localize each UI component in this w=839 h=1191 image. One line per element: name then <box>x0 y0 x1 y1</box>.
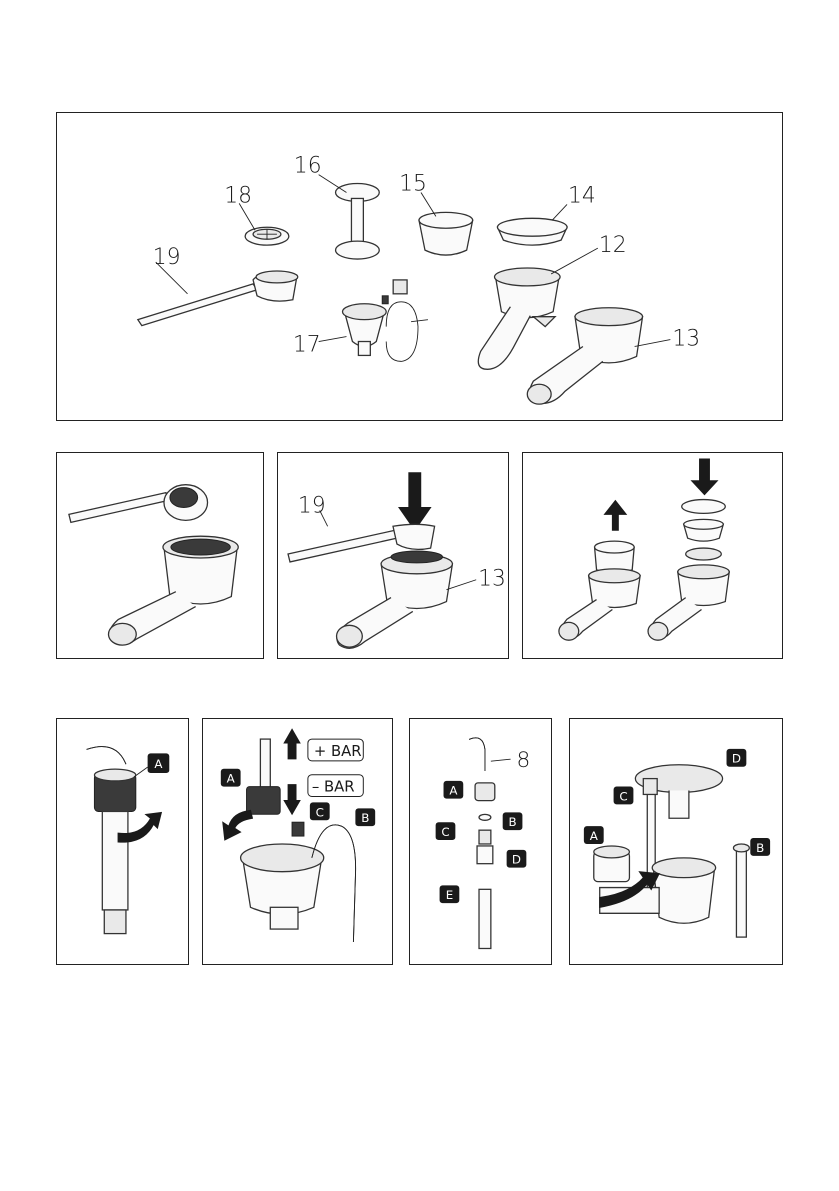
down-arrow <box>399 473 431 530</box>
badge-d: D <box>732 752 741 766</box>
badge-d: D <box>512 853 521 867</box>
step-tamp-panel: 19 13 <box>277 452 509 659</box>
filter-disc-18 <box>245 227 289 245</box>
badge-b: B <box>508 815 516 829</box>
leader-16 <box>319 175 347 193</box>
up-arrow <box>604 501 626 531</box>
badge-a: A <box>449 784 457 798</box>
portafilter-12 <box>478 268 560 369</box>
leader-13-step <box>446 580 476 590</box>
up-arrow <box>284 729 300 759</box>
badge-c: C <box>316 805 324 819</box>
assembly-panel: D C A B <box>569 718 783 965</box>
label-19-step: 19 <box>298 493 326 518</box>
label-17: 17 <box>293 332 321 357</box>
badge-b: B <box>756 841 764 855</box>
rotate-arrow <box>223 810 253 840</box>
leader-17 <box>319 337 347 342</box>
filter-15 <box>419 212 473 255</box>
exploded-view-panel: 8 A B C D E <box>409 718 552 965</box>
badge-a: A <box>590 829 599 843</box>
label-18: 18 <box>224 183 252 208</box>
step-fill-coffee-panel <box>56 452 264 659</box>
label-13: 13 <box>672 326 700 351</box>
parts-overview-illustration: 16 18 19 15 14 12 13 17 <box>57 113 782 420</box>
pressure-adjust-panel: + BAR – BAR A C B <box>202 718 393 965</box>
label-16: 16 <box>294 154 322 179</box>
tamper-16 <box>336 184 380 260</box>
label-15: 15 <box>399 171 427 196</box>
bar-plus-label: + BAR <box>314 743 362 760</box>
measuring-spoon-19 <box>138 271 298 326</box>
fill-coffee-illustration <box>57 453 263 658</box>
label-19: 19 <box>153 245 181 270</box>
tamp-illustration: 19 13 <box>278 453 508 658</box>
step-filter-swap-panel <box>522 452 783 659</box>
badge-c: C <box>441 825 449 839</box>
leader-12 <box>551 248 598 274</box>
badge-c: C <box>619 789 627 803</box>
knob-panel: A <box>56 718 189 965</box>
leader-14 <box>552 204 567 220</box>
down-arrow-right <box>692 459 718 495</box>
filter-14 <box>497 218 567 245</box>
leader-13 <box>635 340 671 347</box>
pressure-adjust-illustration: + BAR – BAR A C B <box>203 719 392 964</box>
assembly-illustration: D C A B <box>570 719 782 964</box>
knob-illustration: A <box>57 719 188 964</box>
badge-b: B <box>361 811 369 825</box>
label-8: 8 <box>516 748 530 773</box>
parts-overview-panel: 16 18 19 15 14 12 13 17 <box>56 112 783 421</box>
filter-swap-illustration <box>523 453 782 658</box>
label-12: 12 <box>599 233 627 258</box>
label-13-step: 13 <box>478 567 506 592</box>
badge-e: E <box>446 888 453 902</box>
bar-minus-label: – BAR <box>312 779 355 796</box>
badge-a: A <box>227 772 236 786</box>
badge-a: A <box>154 757 162 771</box>
pressure-unit-17 <box>343 280 428 361</box>
down-arrow <box>284 785 300 815</box>
label-14: 14 <box>568 183 596 208</box>
exploded-view-illustration: 8 A B C D E <box>410 719 551 964</box>
